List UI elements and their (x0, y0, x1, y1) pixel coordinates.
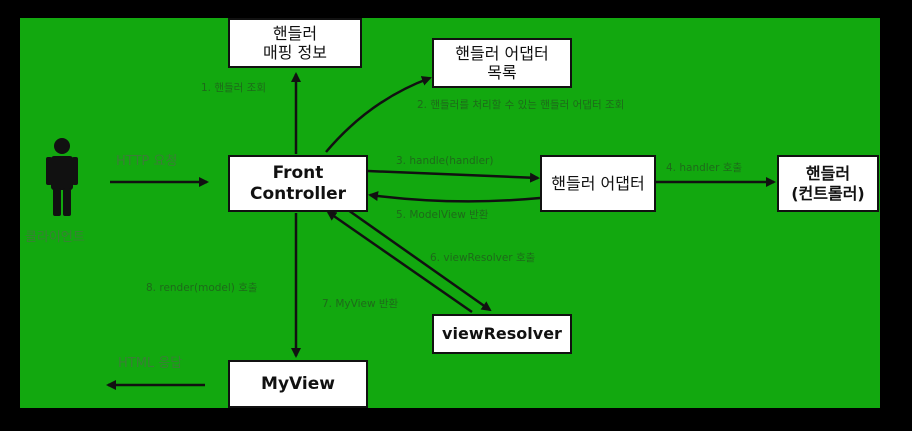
front-controller-line1: Front (272, 163, 324, 184)
step4-label: 4. handler 호출 (666, 162, 743, 174)
arrow-step2 (325, 76, 432, 153)
arrow-step6 (347, 208, 492, 312)
step6-label: 6. viewResolver 호출 (430, 252, 536, 264)
client-label: 클라이언트 (25, 230, 85, 245)
arrow-step3 (367, 169, 540, 183)
handler-box: 핸들러 (컨트롤러) (777, 155, 879, 212)
handler-line2: (컨트롤러) (791, 183, 865, 203)
handler-mapping-box: 핸들러 매핑 정보 (228, 18, 362, 68)
step2-label: 2. 핸들러를 처리할 수 있는 핸들러 어댑터 조회 (417, 99, 625, 111)
arrow-step5 (368, 191, 541, 203)
handler-mapping-line2: 매핑 정보 (263, 43, 327, 62)
arrow-step7 (326, 210, 473, 314)
handler-adapter-label: 핸들러 어댑터 (551, 173, 645, 193)
handler-mapping-line1: 핸들러 (272, 23, 318, 43)
step1-label: 1. 핸들러 조회 (201, 82, 266, 94)
front-controller-box: Front Controller (228, 155, 368, 212)
step8-label: 8. render(model) 호출 (146, 282, 258, 294)
step7-label: 7. MyView 반환 (322, 298, 399, 310)
handler-line1: 핸들러 (805, 164, 851, 184)
adapter-list-line2: 목록 (487, 63, 517, 82)
view-resolver-label: viewResolver (442, 324, 562, 344)
http-request-label: HTTP 요청 (116, 154, 178, 169)
my-view-box: MyView (228, 360, 368, 408)
handler-adapter-box: 핸들러 어댑터 (540, 155, 656, 212)
view-resolver-box: viewResolver (432, 314, 572, 354)
adapter-list-line1: 핸들러 어댑터 (455, 43, 549, 63)
front-controller-line2: Controller (249, 183, 346, 204)
html-response-label: HTML 응답 (118, 356, 183, 371)
adapter-list-box: 핸들러 어댑터 목록 (432, 38, 572, 88)
step5-label: 5. ModelView 반환 (396, 209, 489, 221)
step3-label: 3. handle(handler) (396, 155, 494, 167)
person-icon (46, 138, 78, 216)
my-view-label: MyView (261, 373, 335, 394)
